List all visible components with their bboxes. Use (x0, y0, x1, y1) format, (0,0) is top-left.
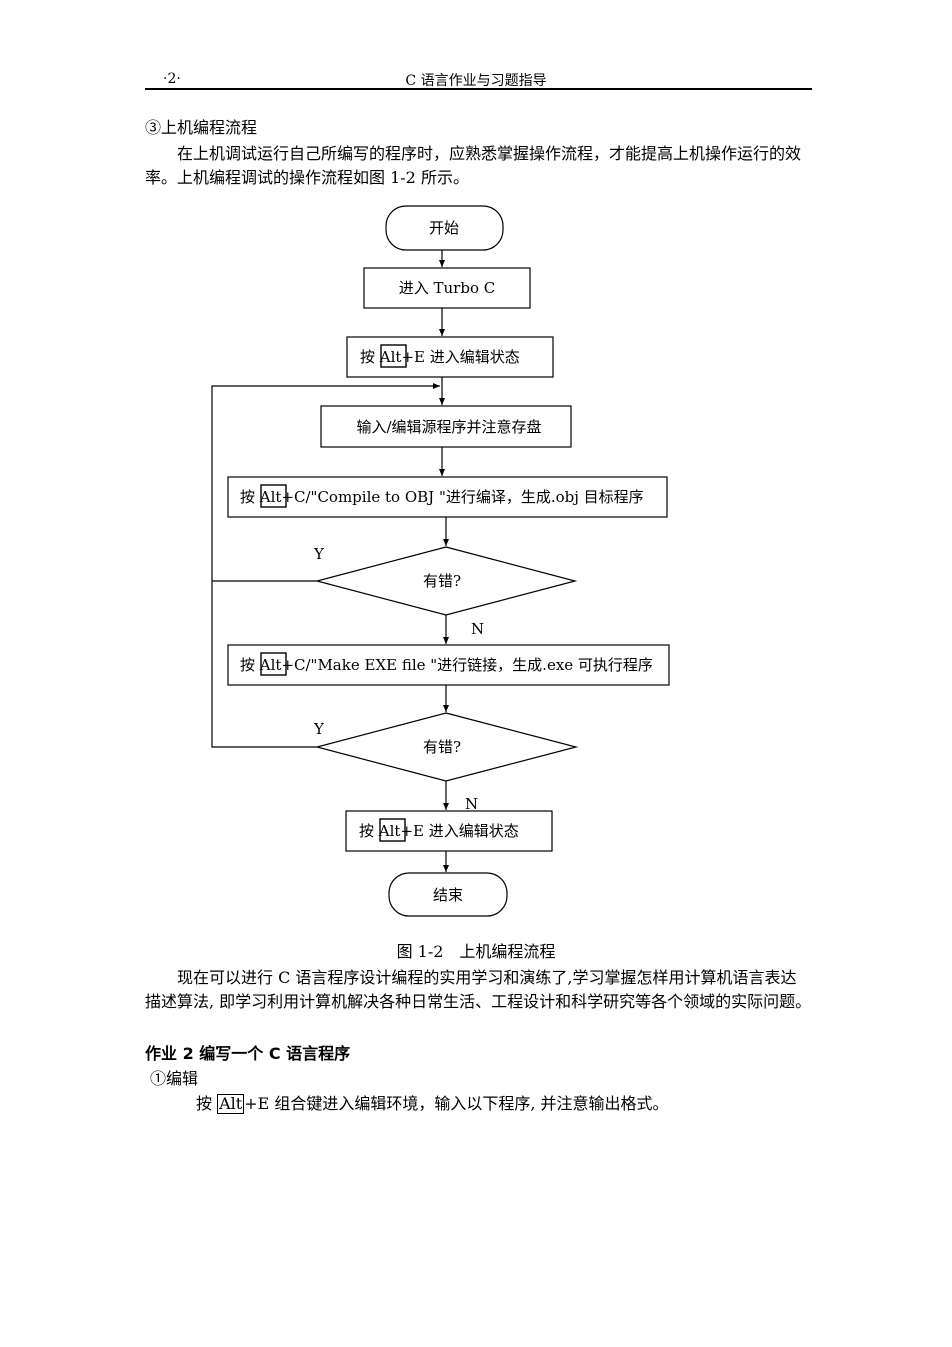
decision-1-yes: Y (313, 545, 325, 563)
alt-key-inline: Alt (217, 1094, 245, 1114)
assignment-title: 作业 2 编写一个 C 语言程序 (145, 1044, 351, 1063)
loop-line-2 (211, 383, 440, 748)
alt-key-1: Alt (379, 348, 402, 366)
edit-mode-box-2 (345, 810, 553, 852)
assignment-step: ①编辑 (150, 1069, 199, 1088)
compile-box (227, 476, 668, 518)
assignment-instruction: 按 Alt+E 组合键进入编辑环境，输入以下程序, 并注意输出格式。 (196, 1094, 669, 1114)
intro-paragraph: 在上机调试运行自己所编写的程序时，应熟悉掌握操作流程，才能提高上机操作运行的效率… (145, 144, 802, 187)
end-terminal (388, 872, 508, 917)
compile-label: 按 Alt+C/"Compile to OBJ "进行编译，生成.obj 目标程… (240, 488, 644, 506)
header-rule (145, 88, 812, 90)
alt-key-box-1 (380, 344, 407, 368)
link-box (227, 644, 670, 686)
decision-2-no: N (465, 795, 478, 813)
edit-step-2-label: 按 Alt+E 进入编辑状态 (359, 822, 519, 840)
alt-key-box-2 (260, 484, 287, 508)
start-terminal (385, 205, 504, 251)
enter-turbo-c-box (363, 267, 531, 309)
decision-2-yes: Y (313, 720, 325, 738)
figure-caption: 图 1-2 上机编程流程 (396, 942, 556, 961)
decision-1-label: 有错? (423, 572, 461, 590)
running-header-title: C 语言作业与习题指导 (405, 73, 547, 89)
start-label: 开始 (429, 219, 459, 237)
page-number: ·2· (163, 71, 181, 87)
input-edit-label: 输入/编辑源程序并注意存盘 (356, 418, 541, 436)
alt-key-box-4 (379, 818, 406, 842)
decision-2-label: 有错? (423, 738, 461, 756)
paragraph-2: 现在可以进行 C 语言程序设计编程的实用学习和演练了,学习掌握怎样用计算机语言表… (145, 968, 812, 1011)
input-edit-box (320, 405, 572, 448)
edit-mode-box-1 (346, 336, 554, 378)
enter-turbo-c-label: 进入 Turbo C (399, 279, 495, 297)
section-heading: ③上机编程流程 (145, 118, 258, 137)
flowchart: 开始 进入 Turbo C 按 Alt+E 进入编辑状态 输入/编辑源程序并注意… (211, 205, 670, 917)
alt-key-box-3 (260, 652, 287, 676)
decision-1-no: N (471, 620, 484, 638)
link-label: 按 Alt+C/"Make EXE file "进行链接，生成.exe 可执行程… (240, 656, 653, 674)
edit-step-1-label: 按 Alt+E 进入编辑状态 (360, 348, 520, 366)
end-label: 结束 (433, 886, 463, 904)
